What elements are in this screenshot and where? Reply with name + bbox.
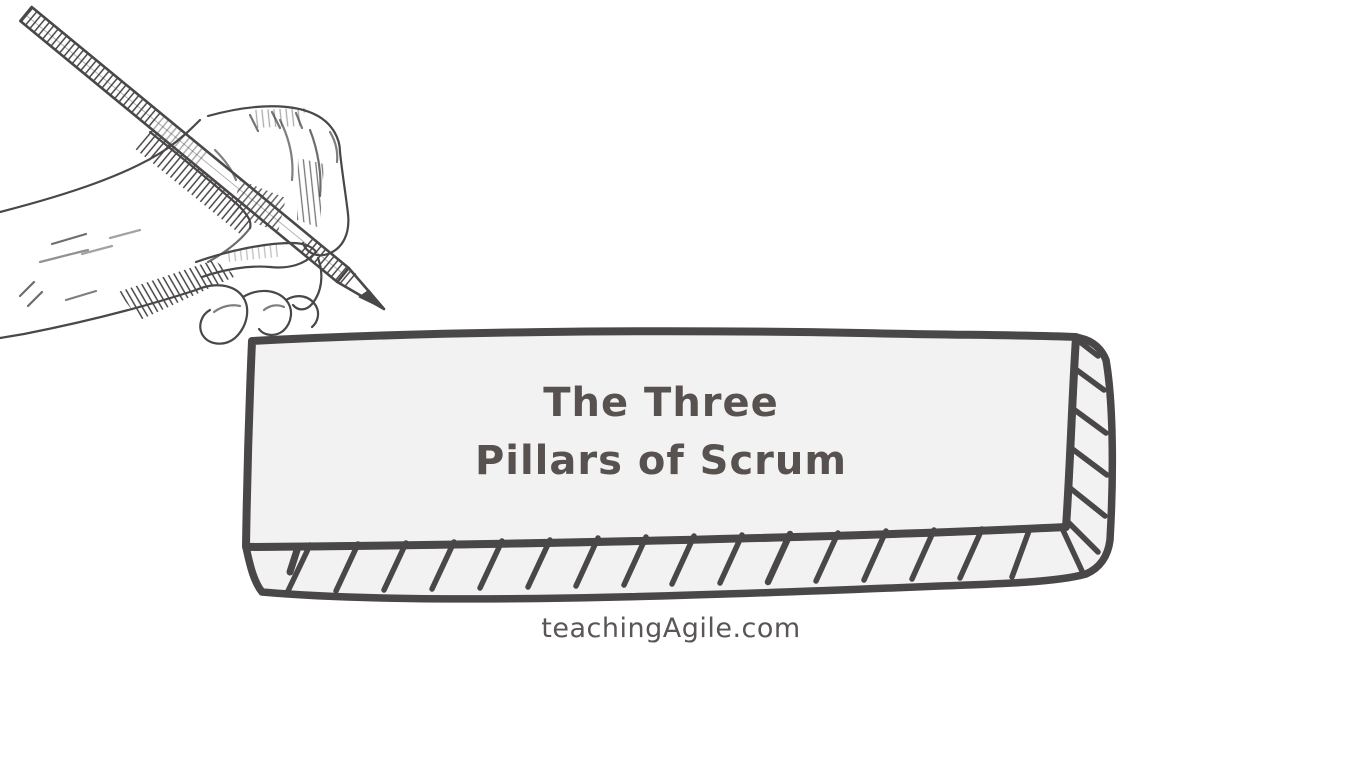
hand-sketch (0, 105, 350, 345)
pencil-sketch (19, 5, 386, 311)
board-bottom-hatching (285, 525, 1033, 594)
banner-title-line2: Pillars of Scrum (474, 438, 848, 484)
banner-board-sketch (242, 327, 1117, 603)
board-face (242, 327, 1080, 551)
banner-title-line1: The Three (543, 380, 779, 426)
banner-title: The Three Pillars of Scrum (250, 374, 1072, 490)
site-brand-text: teachingAgile.com (541, 613, 801, 644)
board-right-hatching (1059, 339, 1110, 574)
hand-shading (118, 108, 324, 320)
